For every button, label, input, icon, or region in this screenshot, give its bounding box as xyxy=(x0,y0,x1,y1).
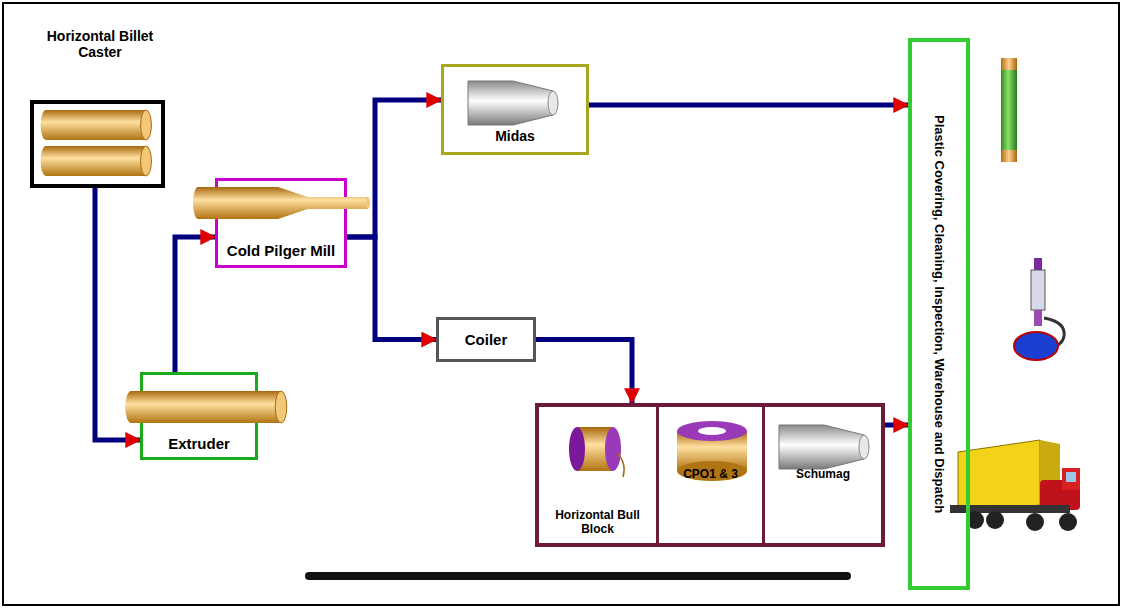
caster-node: Horizontal Billet Caster xyxy=(30,28,180,190)
stage-label: Extruder xyxy=(168,435,230,452)
base-bar xyxy=(305,572,851,580)
stage-label: Cold Pilger Mill xyxy=(227,242,335,259)
drawing-group-box: Horizontal Bull Block CPO1 & 3 Schumag xyxy=(535,403,885,547)
flow-connector xyxy=(347,100,441,237)
inspection-gauge-icon xyxy=(1014,258,1064,360)
equipment-icon xyxy=(444,67,592,158)
flow-connector xyxy=(885,423,908,428)
stage-label: Horizontal Bull Block xyxy=(543,509,653,537)
pilger-mill-box: Cold Pilger Mill xyxy=(215,178,347,268)
flow-connector xyxy=(95,188,140,440)
stage-label: CPO1 & 3 xyxy=(683,468,738,482)
stage-label: Horizontal Billet Caster xyxy=(30,28,170,60)
coiler-box: Coiler xyxy=(436,317,536,362)
flow-connector xyxy=(347,237,436,340)
stage-label: Coiler xyxy=(465,331,508,348)
flow-connector xyxy=(175,237,215,372)
midas-box: Midas xyxy=(441,64,589,155)
vertical-stage-label: Plastic Covering, Cleaning, Inspection, … xyxy=(932,115,947,513)
bull-block-cell: Horizontal Bull Block xyxy=(539,407,659,543)
cpo-cell: CPO1 & 3 xyxy=(659,407,765,543)
dispatch-column: Plastic Covering, Cleaning, Inspection, … xyxy=(908,38,970,590)
covered-tube-icon xyxy=(1001,58,1017,162)
extruder-box: Extruder xyxy=(140,372,258,460)
stage-label: Schumag xyxy=(796,468,850,482)
flow-connector xyxy=(536,340,632,404)
flow-connector xyxy=(589,103,908,108)
stage-label: Midas xyxy=(495,128,535,144)
schumag-cell: Schumag xyxy=(765,407,881,543)
